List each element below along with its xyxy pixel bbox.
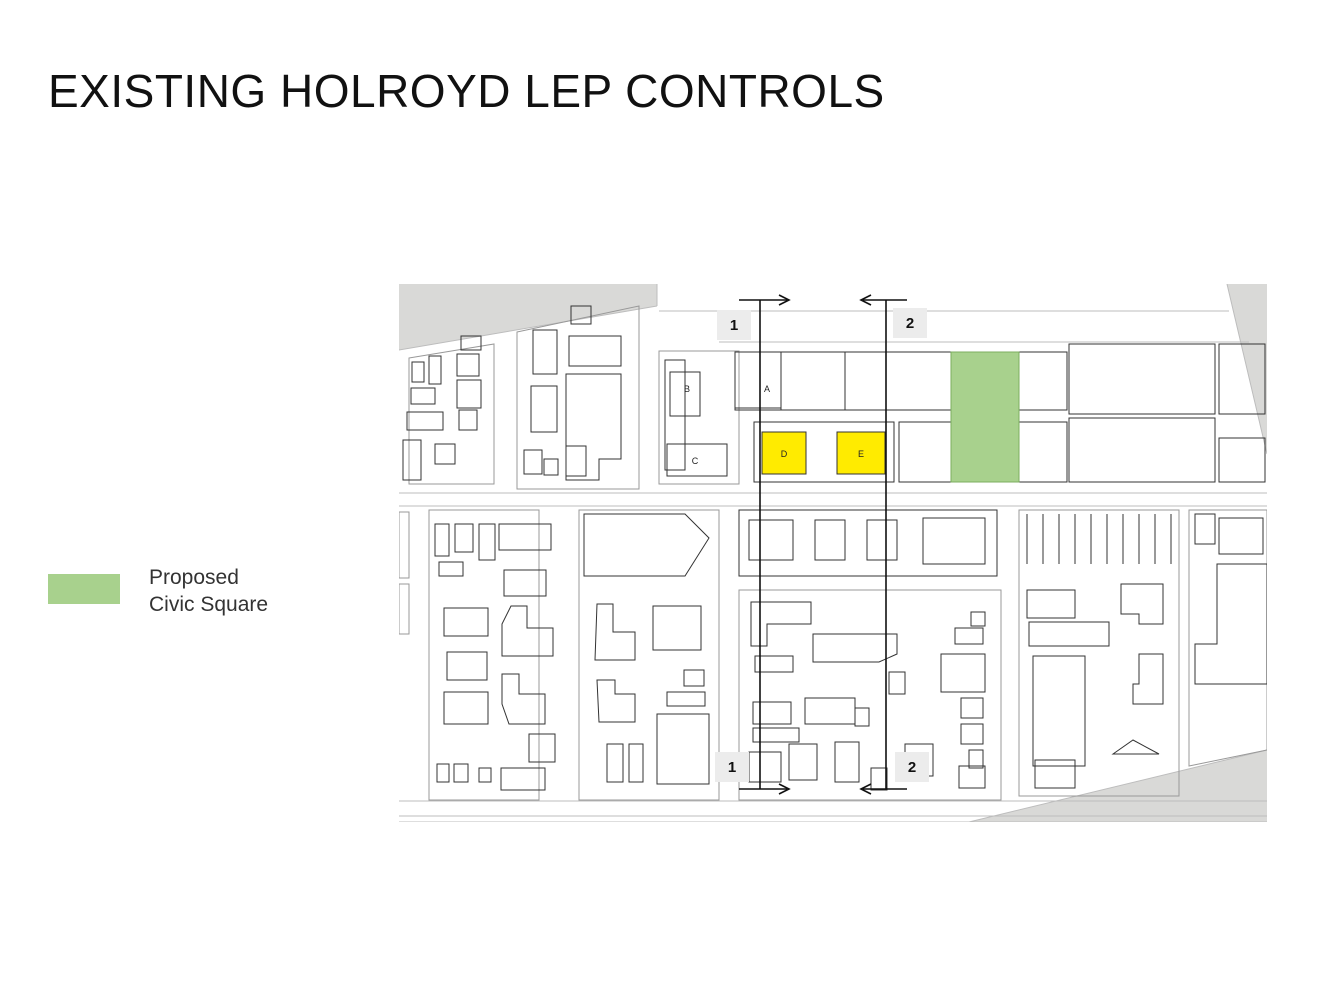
legend-label-line1: Proposed: [149, 566, 239, 589]
site-label-b: B: [684, 384, 690, 394]
block-top-mid-left: [516, 305, 640, 490]
section-tag-1-top: 1: [717, 310, 751, 340]
site-d-highlight: [761, 431, 807, 475]
site-label-e: E: [858, 449, 864, 459]
section-tag-2-bottom-label: 2: [908, 759, 916, 776]
section-line-1: [739, 294, 791, 795]
block-mid-center-left: [578, 509, 720, 801]
site-e-highlight: [836, 431, 886, 475]
road-lines: [399, 284, 1267, 822]
block-mid-right: [1018, 509, 1267, 797]
site-plan-map: A B C D E: [399, 284, 1267, 822]
section-tag-2-top-label: 2: [906, 315, 914, 332]
site-plan-svg: A B C D E: [399, 284, 1267, 822]
section-tag-1-bottom: 1: [715, 752, 749, 782]
site-label-a: A: [764, 384, 770, 394]
section-tag-2-bottom: 2: [895, 752, 929, 782]
block-top-left: [402, 335, 495, 485]
civic-square-area: [950, 351, 1020, 483]
section-tag-2-top: 2: [893, 308, 927, 338]
section-tag-1-bottom-label: 1: [728, 759, 736, 776]
page-title: EXISTING HOLROYD LEP CONTROLS: [48, 65, 885, 117]
legend-label-line2: Civic Square: [149, 593, 269, 616]
block-mid-left: [399, 509, 556, 801]
legend-label: Proposed Civic Square: [149, 564, 268, 618]
legend: Proposed Civic Square: [48, 562, 308, 622]
legend-swatch-civic-square: [48, 574, 120, 604]
site-label-c: C: [692, 456, 699, 466]
site-label-d: D: [781, 449, 788, 459]
gray-area-top-left: [399, 284, 657, 350]
section-line-2: [859, 294, 907, 795]
block-top-mid: [658, 350, 740, 485]
section-tag-1-top-label: 1: [730, 317, 738, 334]
block-mid-center: [738, 509, 1002, 801]
